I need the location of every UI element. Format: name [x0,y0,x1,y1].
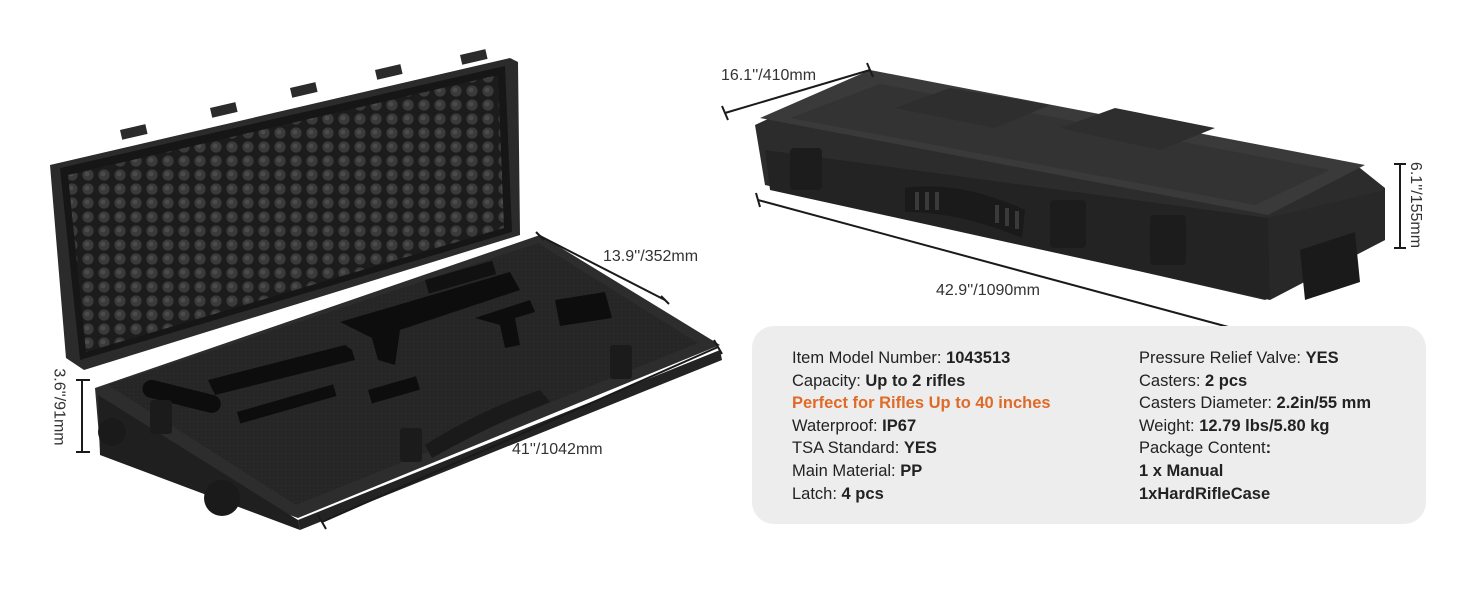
spec-package-content: Package Content: [1139,439,1272,458]
spec-tsa-standard: TSA Standard: YES [792,439,937,458]
spec-weight: Weight: 12.79 lbs/5.80 kg [1139,416,1330,435]
spec-panel: Item Model Number: 1043513 Capacity: Up … [752,326,1426,524]
spec-rifle-length-highlight: Perfect for Rifles Up to 40 inches [792,394,1051,413]
spec-waterproof: Waterproof: IP67 [792,416,917,435]
open-case-dimension-lines [76,231,723,530]
closed-case-height-label: 6.1''/155mm [1407,161,1425,249]
spec-package-item-case: 1xHardRifleCase [1139,484,1271,503]
open-case-height-label: 3.6''/91mm [50,368,68,446]
spec-model-number: Item Model Number: 1043513 [792,349,1011,367]
spec-column-right: Pressure Relief Valve: YES Casters: 2 pc… [1139,347,1371,505]
open-case-width-label: 13.9''/352mm [603,248,699,265]
spec-casters: Casters: 2 pcs [1139,371,1248,390]
spec-casters-diameter: Casters Diameter: 2.2in/55 mm [1139,394,1372,413]
closed-case-image [755,70,1385,300]
open-case-length-label: 41''/1042mm [512,441,603,458]
closed-case-length-label: 42.9''/1090mm [936,282,1040,299]
spec-column-left: Item Model Number: 1043513 Capacity: Up … [792,347,1051,505]
spec-main-material: Main Material: PP [792,461,923,480]
spec-latch: Latch: 4 pcs [792,484,884,503]
spec-pressure-relief-valve: Pressure Relief Valve: YES [1139,349,1339,367]
spec-capacity: Capacity: Up to 2 rifles [792,371,966,390]
closed-case-width-label: 16.1''/410mm [721,67,817,84]
open-case-image [50,49,722,530]
spec-package-item-manual: 1 x Manual [1139,461,1224,480]
